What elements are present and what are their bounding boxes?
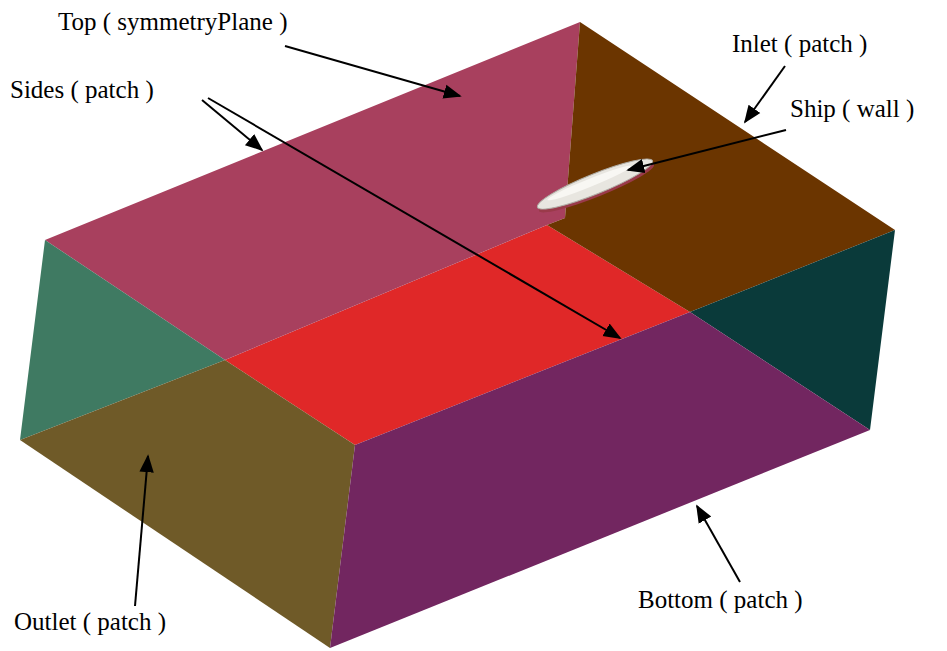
leader-line [285, 46, 460, 96]
boundary-label: Bottom ( patch ) [636, 586, 805, 614]
boundary-label: Top ( symmetryPlane ) [56, 8, 289, 36]
leader-line [208, 98, 620, 338]
boundary-label: Ship ( wall ) [788, 95, 916, 123]
leader-line [697, 506, 740, 582]
leader-line [628, 130, 786, 170]
outlet-face [20, 360, 355, 648]
boundary-label: Inlet ( patch ) [730, 30, 869, 58]
leader-line [135, 456, 148, 606]
boundary-label: Sides ( patch ) [8, 76, 156, 104]
leader-line [745, 66, 785, 122]
boundary-label: Outlet ( patch ) [12, 608, 168, 636]
ship-hull [534, 152, 658, 220]
bottom-face [330, 312, 870, 648]
